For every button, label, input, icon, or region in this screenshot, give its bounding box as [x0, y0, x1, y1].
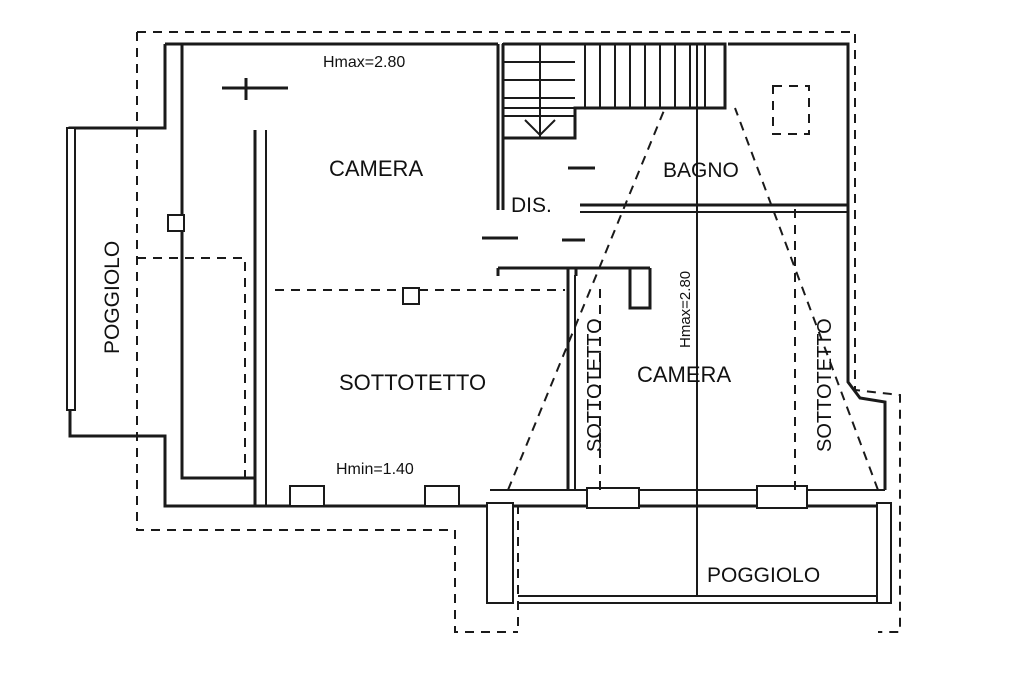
poggiolo-bottom-label: POGGIOLO	[707, 564, 820, 587]
roof-outline	[136, 31, 901, 633]
hmax-vertical-label: Hmax=2.80	[677, 271, 694, 348]
sottotetto-right-label: SOTTOTETTO	[814, 318, 836, 452]
hmax-top-label: Hmax=2.80	[323, 54, 405, 71]
roof-slope-lines	[507, 44, 879, 596]
sottotetto-main-label: SOTTOTETTO	[339, 370, 486, 395]
sottotetto-left-label: SOTTOTETTO	[584, 318, 606, 452]
bagno-label: BAGNO	[663, 159, 739, 182]
exterior-walls	[68, 42, 887, 508]
staircase	[502, 43, 726, 138]
door-marks	[222, 78, 595, 242]
hmin-label: Hmin=1.40	[336, 461, 414, 478]
windows	[66, 127, 892, 604]
dis-label: DIS.	[511, 194, 552, 217]
skylights	[167, 85, 810, 305]
poggiolo-left-label: POGGIOLO	[101, 241, 124, 354]
camera-right-label: CAMERA	[637, 362, 731, 387]
camera-top-label: CAMERA	[329, 156, 423, 181]
room-labels: Hmax=2.80 CAMERA BAGNO DIS. SOTTOTETTO H…	[101, 54, 836, 587]
